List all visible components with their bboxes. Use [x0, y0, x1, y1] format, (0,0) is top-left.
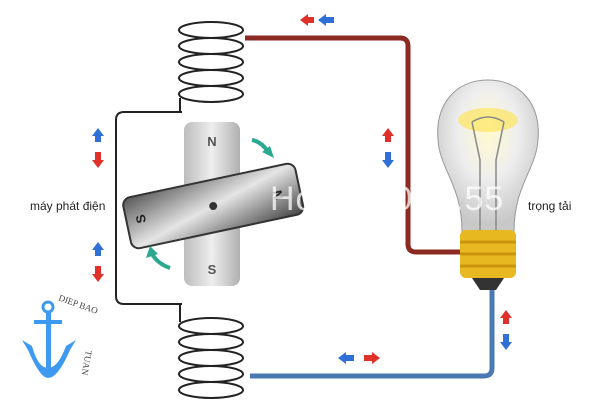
bottom-coil [178, 304, 244, 399]
watermark: Hotline 09...55 [270, 180, 505, 218]
current-arrows-icon [92, 14, 512, 364]
rotor-magnet: S N [122, 162, 305, 250]
wire-bottom-blue [250, 288, 495, 379]
wire-top-red [245, 35, 462, 255]
rotor-north-label: N [270, 189, 287, 201]
top-coil [178, 21, 244, 112]
rotor-south-label: S [133, 213, 150, 225]
rotation-arrow-bottom-icon [150, 252, 171, 270]
north-pole-label: N [207, 134, 216, 149]
generator-label: máy phát điện [30, 199, 106, 213]
wire-left-black [115, 111, 182, 305]
svg-text:TUAN: TUAN [80, 350, 94, 377]
light-bulb [437, 79, 539, 290]
anchor-logo: DIEP BAO TUAN [22, 292, 100, 378]
load-label: trọng tải [528, 199, 572, 213]
svg-text:DIEP BAO: DIEP BAO [57, 292, 99, 316]
south-pole-label: S [208, 262, 217, 277]
